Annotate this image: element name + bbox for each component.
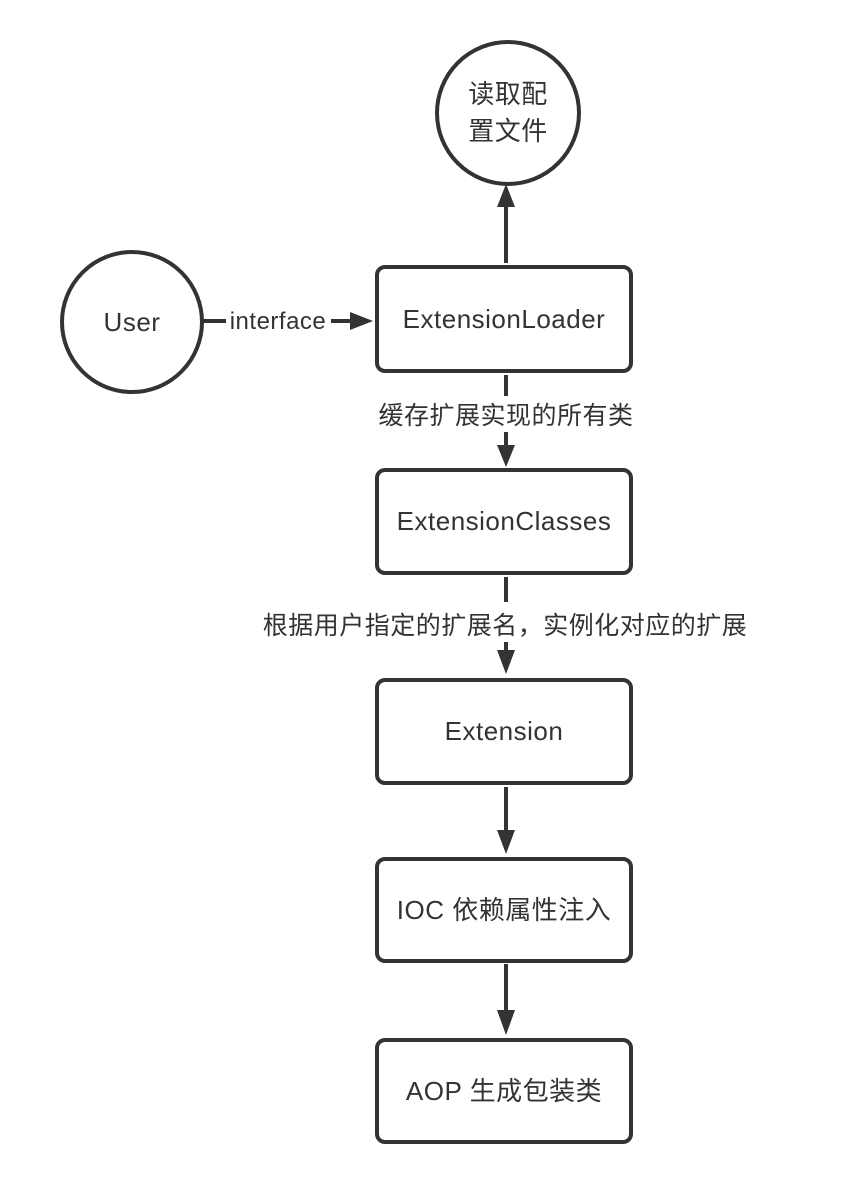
node-extension-label: Extension [444, 716, 564, 746]
node-extension: Extension [375, 678, 633, 785]
node-read-config-file: 读取配置文件 [435, 40, 581, 186]
arrow-loader-to-read-config [497, 184, 515, 263]
node-aop-wrapper: AOP 生成包装类 [375, 1038, 633, 1144]
node-user-label: User [103, 306, 161, 337]
edge-label-interface: interface [229, 308, 327, 336]
edge-label-cache-classes: 缓存扩展实现的所有类 [378, 396, 634, 432]
arrow-loader-to-classes [497, 375, 515, 467]
arrow-classes-to-extension [497, 577, 515, 674]
node-read-config-file-label: 读取配置文件 [468, 79, 548, 146]
arrow-ioc-to-aop [497, 964, 515, 1035]
node-ioc-injection: IOC 依赖属性注入 [375, 857, 633, 963]
node-extension-loader: ExtensionLoader [375, 265, 633, 373]
arrow-extension-to-ioc [497, 787, 515, 854]
node-aop-wrapper-label: AOP 生成包装类 [405, 1075, 603, 1106]
arrow-user-to-loader [202, 312, 373, 330]
node-extension-classes-label: ExtensionClasses [396, 506, 612, 536]
node-user: User [60, 250, 204, 394]
edge-label-instantiate: 根据用户指定的扩展名，实例化对应的扩展 [262, 606, 748, 642]
node-extension-loader-label: ExtensionLoader [402, 303, 606, 334]
node-extension-classes: ExtensionClasses [375, 468, 633, 575]
node-ioc-injection-label: IOC 依赖属性注入 [396, 894, 612, 925]
